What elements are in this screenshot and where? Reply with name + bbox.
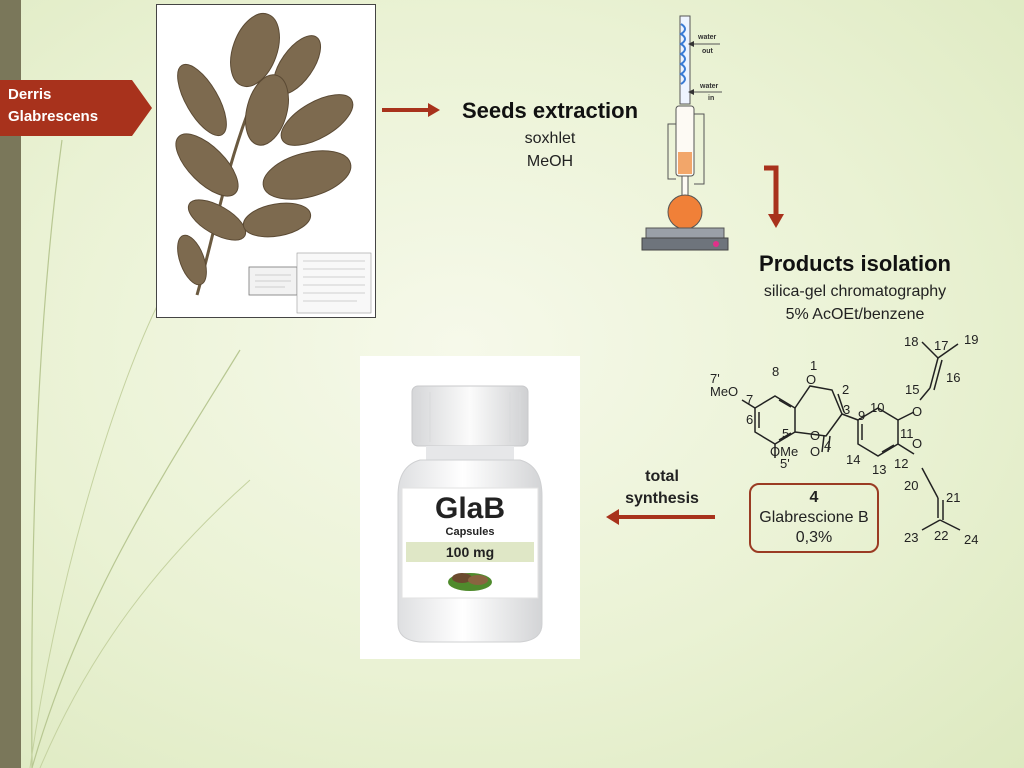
atom-num-16: 16 <box>946 370 960 385</box>
atom-num-23: 23 <box>904 530 918 545</box>
atom-num-11: 11 <box>900 426 914 441</box>
atom-o4: O <box>810 444 820 459</box>
atom-ome: OMe <box>770 444 798 459</box>
water-out-label-2: out <box>702 48 714 55</box>
product-form: Capsules <box>445 526 495 538</box>
source-label-line1: Derris <box>8 86 52 103</box>
atom-num-21: 21 <box>946 490 960 505</box>
atom-num-10: 10 <box>870 400 884 415</box>
source-label-line2: Glabrescens <box>8 108 99 125</box>
water-in-label-1: water <box>699 83 719 90</box>
atom-o12: O <box>912 436 922 451</box>
extraction-line2: MeOH <box>526 153 574 170</box>
atom-num-24: 24 <box>964 532 978 547</box>
atom-num-14: 14 <box>846 452 860 467</box>
atom-num-8: 8 <box>772 364 779 379</box>
atom-o4-ketone: O <box>810 428 820 443</box>
atom-num-13: 13 <box>872 462 886 477</box>
arrow-to-isolation <box>764 165 784 228</box>
product-dose: 100 mg <box>445 544 495 560</box>
atom-num-5: 5 <box>782 426 789 441</box>
atom-num-1: 1 <box>810 358 817 373</box>
sidebar-strip <box>0 0 21 768</box>
arrow-to-product <box>606 509 715 525</box>
product-brand: GlaB <box>434 492 506 525</box>
extraction-title: Seeds extraction <box>461 98 639 123</box>
water-in-label-2: in <box>708 95 714 102</box>
synthesis-line1: total <box>645 468 679 485</box>
atom-num-6: 6 <box>746 412 753 427</box>
atom-num-17: 17 <box>934 338 948 353</box>
extraction-line1: soxhlet <box>524 130 576 147</box>
atom-num-18: 18 <box>904 334 918 349</box>
water-out-label-1: water <box>697 34 717 41</box>
compound-box: 4 Glabrescione B 0,3% <box>749 483 879 553</box>
atom-o1: O <box>806 372 816 387</box>
atom-num-2: 2 <box>842 382 849 397</box>
atom-num-22: 22 <box>934 528 948 543</box>
atom-num-19: 19 <box>964 332 978 347</box>
atom-num-3: 3 <box>843 402 850 417</box>
atom-num-15: 15 <box>905 382 919 397</box>
compound-yield: 0,3% <box>795 529 833 546</box>
glabrescione-b-structure: 7' MeO 8 1 O 2 7 3 10 9 6 4 O 5 11 OMe O… <box>710 332 978 547</box>
isolation-line1: silica-gel chromatography <box>763 283 947 300</box>
arrow-to-extraction <box>382 103 440 117</box>
decorative-lines <box>29 139 251 768</box>
atom-num-7: 7 <box>746 392 753 407</box>
atom-num-20: 20 <box>904 478 918 493</box>
atom-num-5prime: 5' <box>780 456 790 471</box>
herbarium-specimen-image <box>156 4 376 318</box>
atom-num-9: 9 <box>858 408 865 423</box>
isolation-line2: 5% AcOEt/benzene <box>785 306 925 323</box>
product-bottle-image: GlaB Capsules 100 mg <box>360 356 580 659</box>
isolation-title: Products isolation <box>759 251 951 276</box>
synthesis-label: total synthesis <box>610 466 714 510</box>
compound-name: Glabrescione B <box>759 509 869 526</box>
atom-7prime: 7' <box>710 371 720 386</box>
synthesis-line2: synthesis <box>625 490 699 507</box>
atom-o11: O <box>912 404 922 419</box>
atom-num-12: 12 <box>894 456 908 471</box>
atom-num-4: 4 <box>824 438 831 453</box>
compound-number: 4 <box>809 489 819 506</box>
soxhlet-apparatus-icon: water out water in <box>641 15 729 251</box>
atom-meo: MeO <box>710 384 738 399</box>
